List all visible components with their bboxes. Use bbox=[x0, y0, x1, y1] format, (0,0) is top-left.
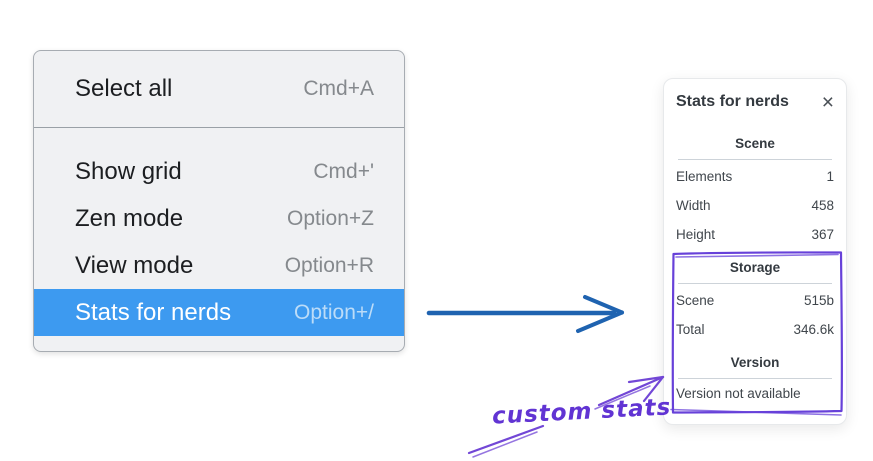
stat-label: Total bbox=[676, 322, 705, 337]
stat-label: Height bbox=[676, 227, 716, 242]
annotation-label: custom stats bbox=[491, 394, 672, 430]
stat-label: Scene bbox=[676, 293, 715, 308]
stat-label: Width bbox=[676, 198, 711, 213]
section-header-scene: Scene bbox=[735, 136, 775, 151]
stat-row-elements: Elements 1 bbox=[676, 162, 834, 191]
version-note: Version not available bbox=[676, 386, 801, 401]
menu-group: Show grid Cmd+' Zen mode Option+Z View m… bbox=[34, 128, 404, 351]
menu-item-shortcut: Cmd+A bbox=[303, 77, 374, 100]
section-rule bbox=[678, 159, 832, 160]
section-rule bbox=[678, 283, 832, 284]
stats-panel-header: Stats for nerds × bbox=[676, 91, 834, 113]
menu-item-stats-for-nerds[interactable]: Stats for nerds Option+/ bbox=[34, 289, 404, 336]
annotation-arrow-icon bbox=[467, 375, 665, 458]
stat-row-height: Height 367 bbox=[676, 220, 834, 249]
stat-row-width: Width 458 bbox=[676, 191, 834, 220]
section-rule bbox=[678, 378, 832, 379]
menu-item-label: Zen mode bbox=[75, 204, 184, 232]
menu-divider bbox=[34, 127, 404, 128]
stat-value: 458 bbox=[811, 198, 834, 213]
stat-value: 515b bbox=[803, 293, 834, 308]
menu-item-shortcut: Option+R bbox=[284, 253, 374, 277]
menu-item-select-all[interactable]: Select all Cmd+A bbox=[34, 51, 404, 127]
menu-item-label: Stats for nerds bbox=[75, 298, 232, 326]
menu-item-show-grid[interactable]: Show grid Cmd+' bbox=[34, 148, 404, 195]
stat-row-storage-total: Total 346.6k bbox=[676, 315, 834, 344]
stat-value: 367 bbox=[811, 227, 834, 242]
menu-item-view-mode[interactable]: View mode Option+R bbox=[34, 242, 404, 289]
stat-value: 1 bbox=[826, 169, 834, 184]
menu-item-shortcut: Option+/ bbox=[294, 300, 374, 324]
menu-item-label: View mode bbox=[75, 251, 194, 279]
menu-item-label: Select all bbox=[75, 75, 173, 102]
menu-item-shortcut: Cmd+' bbox=[313, 159, 374, 183]
stat-value: 346.6k bbox=[793, 322, 834, 337]
menu-item-zen-mode[interactable]: Zen mode Option+Z bbox=[34, 195, 404, 242]
menu-item-shortcut: Option+Z bbox=[287, 206, 374, 230]
menu-item-label: Show grid bbox=[75, 157, 182, 185]
section-header-version: Version bbox=[730, 355, 780, 370]
close-icon[interactable]: × bbox=[821, 90, 834, 114]
stat-label: Elements bbox=[676, 169, 733, 184]
stat-row-storage-scene: Scene 515b bbox=[676, 286, 834, 315]
context-menu: Select all Cmd+A Show grid Cmd+' Zen mod… bbox=[33, 50, 405, 352]
stats-panel: Stats for nerds × Scene Elements 1 Width… bbox=[663, 78, 847, 425]
stats-panel-title: Stats for nerds bbox=[676, 93, 789, 110]
flow-arrow-icon bbox=[426, 295, 624, 333]
section-header-storage: Storage bbox=[729, 260, 781, 275]
